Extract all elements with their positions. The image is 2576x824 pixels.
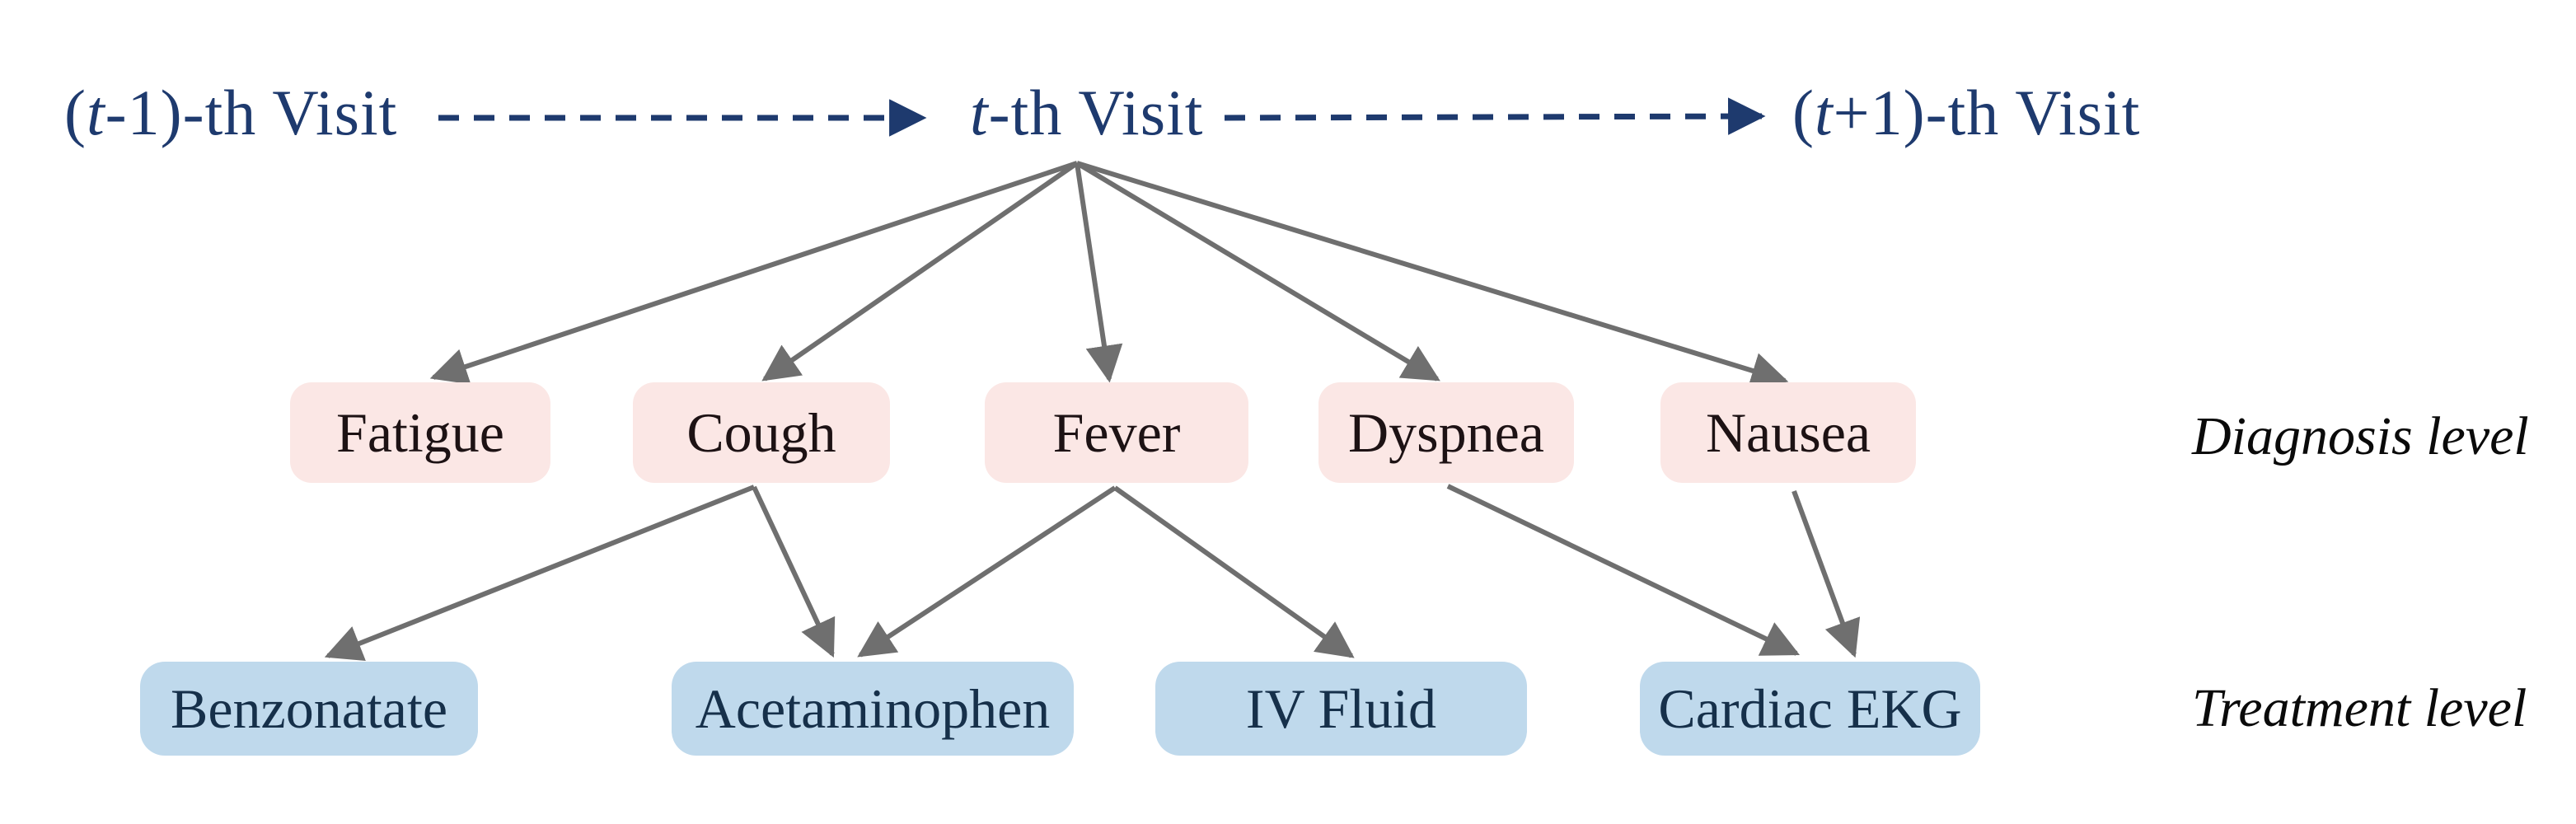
edge-visit-nausea — [1076, 161, 1789, 389]
diagnosis-node-fever: Fever — [985, 382, 1248, 483]
treatment-node-benzonatate: Benzonatate — [140, 662, 478, 756]
edge-nausea-cardiacekg — [1791, 489, 1861, 658]
edge-fever-ivfluid — [1113, 485, 1355, 658]
diagnosis-node-fatigue: Fatigue — [290, 382, 550, 483]
edge-dyspnea-cardiacekg — [1446, 484, 1801, 656]
diagnosis-level-label: Diagnosis level — [2192, 406, 2529, 466]
next-visit-open: ( — [1792, 77, 1815, 148]
current-visit-rest: -th Visit — [988, 77, 1204, 148]
edge-visit-cough — [761, 161, 1079, 382]
edge-visit-dyspnea — [1075, 161, 1440, 382]
treatment-node-acetaminophen: Acetaminophen — [672, 662, 1074, 756]
previous-visit-variable: t — [86, 77, 105, 148]
next-visit-label: (t+1)-th Visit — [1792, 81, 2140, 145]
edge-cough-acetaminophen — [752, 485, 836, 658]
diagnosis-node-nausea: Nausea — [1660, 382, 1916, 483]
previous-visit-rest: -1)-th Visit — [105, 77, 398, 148]
previous-visit-open: ( — [64, 77, 87, 148]
next-visit-rest: +1)-th Visit — [1833, 77, 2141, 148]
edge-cough-benzonatate — [324, 485, 756, 661]
diagnosis-node-dyspnea: Dyspnea — [1318, 382, 1574, 483]
edge-fever-acetaminophen — [857, 485, 1117, 658]
treatment-node-ivfluid: IV Fluid — [1155, 662, 1527, 756]
edge-visit-fever — [1075, 162, 1123, 383]
edge-visit-fatigue — [429, 161, 1078, 385]
treatment-level-label: Treatment level — [2192, 678, 2527, 738]
diagnosis-node-cough: Cough — [633, 382, 890, 483]
current-visit-variable: t — [970, 77, 989, 148]
next-visit-variable: t — [1814, 77, 1834, 148]
treatment-node-cardiacekg: Cardiac EKG — [1640, 662, 1980, 756]
previous-visit-label: (t-1)-th Visit — [64, 81, 397, 145]
current-visit-label: t-th Visit — [970, 81, 1203, 145]
timeline-arrow-current-to-next — [1224, 97, 1766, 135]
